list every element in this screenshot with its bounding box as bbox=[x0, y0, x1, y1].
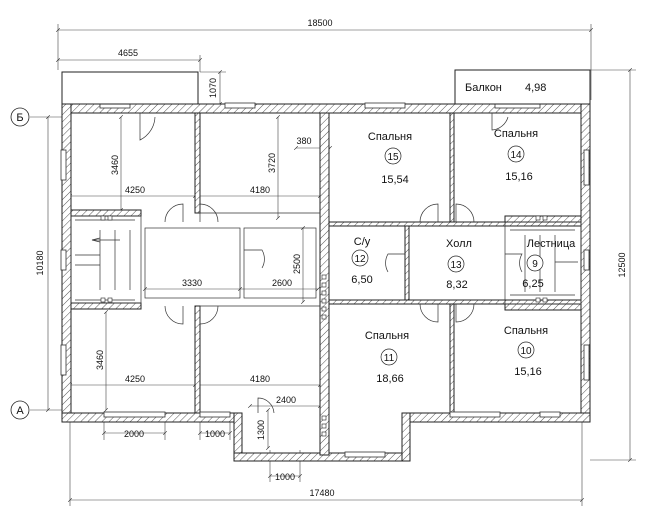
dim-overall-top: 18500 bbox=[307, 18, 332, 28]
balconies bbox=[61, 69, 591, 105]
dim-door: 1000 bbox=[275, 472, 295, 482]
axis-label-top: Б bbox=[16, 112, 23, 124]
room-area: 15,16 bbox=[505, 171, 533, 183]
room-number: 11 bbox=[384, 353, 395, 364]
dim-room-w-left-upper: 4250 bbox=[125, 185, 145, 195]
dim-stair-width: 3330 bbox=[182, 278, 202, 288]
room-11: Спальня 11 18,66 bbox=[365, 330, 409, 385]
room-number: 15 bbox=[387, 152, 399, 163]
dim-upper-depth: 3460 bbox=[110, 155, 120, 175]
room-name: Лестница bbox=[527, 238, 576, 250]
room-area: 15,16 bbox=[514, 366, 542, 378]
right-staircase bbox=[510, 229, 578, 296]
left-staircase bbox=[75, 219, 135, 301]
room-12: С/у 12 6,50 bbox=[351, 236, 372, 286]
dim-win-1: 2000 bbox=[124, 429, 144, 439]
room-area: 6,50 bbox=[351, 274, 372, 286]
room-number: 13 bbox=[450, 260, 462, 271]
dimension-labels: 18500 4655 1070 10180 12500 3460 3460 42… bbox=[35, 18, 627, 498]
dim-corridor: 380 bbox=[296, 136, 311, 146]
balcony-label: Балкон 4,98 bbox=[465, 82, 546, 94]
room-name: Спальня bbox=[504, 325, 548, 337]
room-14: Спальня 14 15,16 bbox=[494, 128, 538, 183]
vent-marks bbox=[100, 215, 548, 437]
room-15: Спальня 15 15,54 bbox=[368, 131, 412, 186]
room-number: 12 bbox=[354, 254, 366, 265]
room-10: Спальня 10 15,16 bbox=[504, 325, 548, 378]
dim-win-2: 1000 bbox=[205, 429, 225, 439]
room-area: 15,54 bbox=[381, 174, 409, 186]
room-13: Холл 13 8,32 bbox=[446, 238, 472, 291]
dim-room-w-left-lower: 4250 bbox=[125, 374, 145, 384]
dim-right-total: 12500 bbox=[617, 252, 627, 277]
doors bbox=[139, 113, 523, 414]
dim-overall-bottom: 17480 bbox=[309, 488, 334, 498]
balcony-name: Балкон bbox=[465, 82, 502, 94]
dim-bath-depth: 2500 bbox=[292, 254, 302, 274]
dim-left-total: 10180 bbox=[35, 250, 45, 275]
balcony-area: 4,98 bbox=[525, 82, 546, 94]
dim-lower-depth: 3460 bbox=[95, 350, 105, 370]
room-name: Спальня bbox=[494, 128, 538, 140]
dim-balcony-width: 4655 bbox=[118, 48, 138, 58]
dim-balcony-depth: 1070 bbox=[208, 78, 218, 98]
dim-room-w-mid-lower: 4180 bbox=[250, 374, 270, 384]
room-area: 6,25 bbox=[522, 278, 543, 290]
dim-porch-width: 2400 bbox=[276, 395, 296, 405]
room-number: 9 bbox=[532, 259, 538, 270]
room-area: 18,66 bbox=[376, 373, 404, 385]
windows bbox=[60, 102, 590, 458]
axis-markers: Б А bbox=[10, 107, 30, 420]
room-area: 8,32 bbox=[446, 279, 467, 291]
room-name: Спальня bbox=[368, 131, 412, 143]
room-9: Лестница 9 6,25 bbox=[522, 238, 576, 290]
dim-room-w-mid-upper: 4180 bbox=[250, 185, 270, 195]
room-number: 10 bbox=[520, 346, 532, 357]
room-name: Спальня bbox=[365, 330, 409, 342]
axis-label-bottom: А bbox=[16, 405, 24, 417]
room-name: Холл bbox=[446, 238, 472, 250]
room-name: С/у bbox=[354, 236, 371, 248]
dim-mid-depth: 3720 bbox=[267, 153, 277, 173]
dim-bath-width: 2600 bbox=[272, 278, 292, 288]
partitions-thin bbox=[70, 212, 582, 307]
dim-porch-depth: 1300 bbox=[256, 420, 266, 440]
room-number: 14 bbox=[510, 150, 522, 161]
